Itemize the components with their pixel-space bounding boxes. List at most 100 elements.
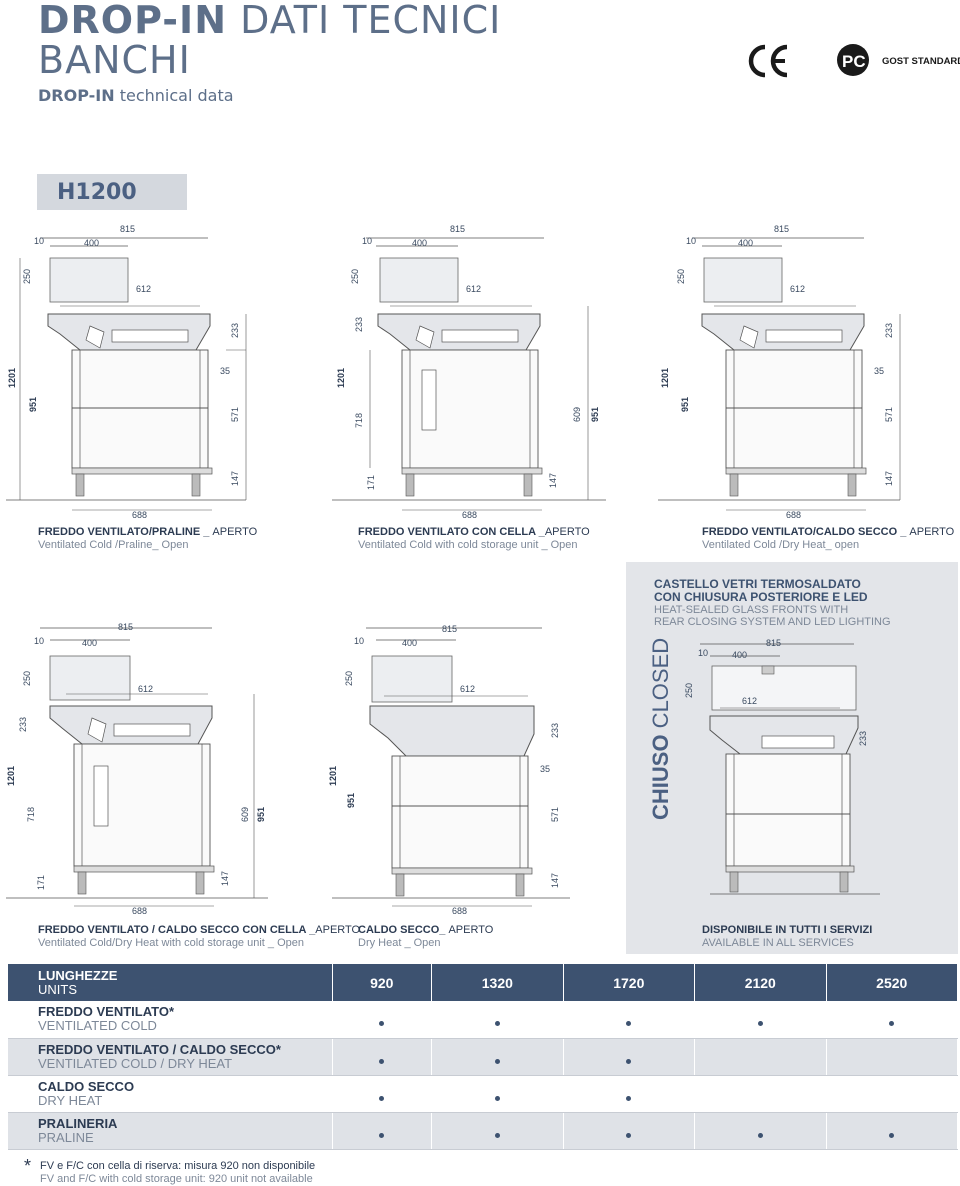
- table-row: FREDDO VENTILATO*VENTILATED COLD: [8, 1001, 958, 1039]
- availability-cell-2120: [694, 1075, 827, 1113]
- row-label-en: VENTILATED COLD: [38, 1018, 157, 1034]
- svg-text:233: 233: [884, 323, 894, 338]
- closed-vertical-rest: CLOSED: [648, 637, 673, 729]
- svg-text:147: 147: [230, 471, 240, 486]
- caption-3-it-light: APERTO: [909, 526, 955, 538]
- svg-text:250: 250: [22, 269, 32, 284]
- footnote-it: FV e F/C con cella di riserva: misura 92…: [40, 1160, 316, 1172]
- page-subtitle: DROP-IN technical data: [38, 86, 234, 105]
- available-dot-icon: [379, 1132, 385, 1138]
- caption-2-it: FREDDO VENTILATO CON CELLA _: [358, 526, 545, 538]
- closed-en-line1: HEAT-SEALED GLASS FRONTS WITH: [654, 604, 849, 616]
- svg-text:250: 250: [676, 269, 686, 284]
- caption-1-en: Ventilated Cold /Praline_ Open: [38, 539, 189, 551]
- caption-6-en: AVAILABLE IN ALL SERVICES: [702, 937, 854, 949]
- available-dot-icon: [379, 1021, 385, 1027]
- svg-text:400: 400: [732, 650, 747, 660]
- svg-text:815: 815: [442, 624, 457, 634]
- availability-cell-1720: [563, 1112, 696, 1150]
- svg-text:PC: PC: [842, 52, 866, 71]
- availability-cell-2120: [694, 1038, 827, 1076]
- title-line2: BANCHI: [38, 38, 191, 82]
- table-header-row: LUNGHEZZE UNITS 920 1320 1720 2120 2520: [8, 964, 958, 1001]
- row-label-it: CALDO SECCO: [38, 1078, 135, 1094]
- column-header-2520: 2520: [826, 964, 958, 1001]
- available-dot-icon: [494, 1095, 500, 1101]
- svg-text:688: 688: [132, 906, 147, 916]
- svg-text:10: 10: [34, 636, 44, 646]
- svg-text:815: 815: [120, 224, 135, 234]
- svg-text:718: 718: [354, 413, 364, 428]
- availability-cell-920: [332, 1112, 433, 1150]
- caption-variant-1: FREDDO VENTILATO/PRALINE _ APERTO Ventil…: [38, 526, 257, 552]
- svg-text:400: 400: [738, 238, 753, 248]
- svg-text:1201: 1201: [7, 368, 17, 388]
- available-dot-icon: [626, 1058, 632, 1064]
- available-dot-icon: [494, 1021, 500, 1027]
- available-dot-icon: [757, 1021, 763, 1027]
- row-label: FREDDO VENTILATO / CALDO SECCO*VENTILATE…: [8, 1038, 333, 1076]
- svg-text:718: 718: [26, 807, 36, 822]
- footnote-star: *: [24, 1156, 32, 1176]
- svg-text:951: 951: [256, 807, 266, 822]
- caption-4-en: Ventilated Cold/Dry Heat with cold stora…: [38, 937, 304, 949]
- availability-cell-1320: [431, 1038, 564, 1076]
- svg-text:815: 815: [774, 224, 789, 234]
- caption-variant-3: FREDDO VENTILATO/CALDO SECCO _ APERTO Ve…: [702, 526, 954, 552]
- column-header-2120: 2120: [694, 964, 827, 1001]
- svg-text:233: 233: [550, 723, 560, 738]
- svg-text:10: 10: [354, 636, 364, 646]
- page-title: DROP-IN DATI TECNICI BANCHI: [38, 0, 501, 80]
- title-rest: DATI TECNICI: [240, 0, 502, 42]
- caption-3-en: Ventilated Cold /Dry Heat_ open: [702, 539, 860, 551]
- subtitle-bold: DROP-IN: [38, 86, 115, 105]
- gost-standard-logo: PC GOST STANDARD: [836, 42, 960, 78]
- svg-text:688: 688: [786, 510, 801, 520]
- caption-5-it: CALDO SECCO_: [358, 924, 446, 936]
- svg-text:233: 233: [18, 717, 28, 732]
- caption-4-it-light: APERTO: [315, 924, 361, 936]
- available-dot-icon: [494, 1058, 500, 1064]
- available-dot-icon: [626, 1021, 632, 1027]
- svg-text:612: 612: [460, 684, 475, 694]
- svg-text:35: 35: [220, 366, 230, 376]
- availability-cell-1320: [431, 1112, 564, 1150]
- svg-text:250: 250: [684, 683, 694, 698]
- closed-title-line1: CASTELLO VETRI TERMOSALDATO: [654, 577, 861, 591]
- caption-3-it: FREDDO VENTILATO/CALDO SECCO _: [702, 526, 907, 538]
- caption-5-it-light: APERTO: [448, 924, 494, 936]
- svg-text:233: 233: [354, 317, 364, 332]
- svg-text:815: 815: [450, 224, 465, 234]
- svg-text:951: 951: [590, 407, 600, 422]
- title-bold: DROP-IN: [38, 0, 228, 42]
- svg-text:609: 609: [572, 407, 582, 422]
- footnote-en: FV and F/C with cold storage unit: 920 u…: [40, 1173, 313, 1185]
- svg-text:1201: 1201: [336, 368, 346, 388]
- availability-cell-2120: [694, 1001, 827, 1039]
- svg-text:250: 250: [350, 269, 360, 284]
- table-header-label: LUNGHEZZE UNITS: [8, 964, 333, 1001]
- availability-cell-1720: [563, 1001, 696, 1039]
- availability-cell-2520: [826, 1075, 958, 1113]
- svg-text:815: 815: [118, 622, 133, 632]
- row-label: FREDDO VENTILATO*VENTILATED COLD: [8, 1001, 333, 1039]
- drawing-closed-version: 815 10 400 250 612 233: [680, 636, 900, 900]
- svg-text:233: 233: [858, 731, 868, 746]
- svg-text:400: 400: [412, 238, 427, 248]
- header-en: UNITS: [38, 981, 77, 997]
- height-badge: H1200: [37, 174, 187, 210]
- caption-2-en: Ventilated Cold with cold storage unit _…: [358, 539, 578, 551]
- svg-text:571: 571: [550, 807, 560, 822]
- available-dot-icon: [379, 1095, 385, 1101]
- svg-text:10: 10: [34, 236, 44, 246]
- caption-variant-6: DISPONIBILE IN TUTTI I SERVIZI AVAILABLE…: [702, 924, 872, 950]
- availability-cell-920: [332, 1075, 433, 1113]
- availability-cell-2520: [826, 1112, 958, 1150]
- svg-text:171: 171: [36, 875, 46, 890]
- available-dot-icon: [379, 1058, 385, 1064]
- svg-text:400: 400: [84, 238, 99, 248]
- svg-text:147: 147: [548, 473, 558, 488]
- svg-text:1201: 1201: [660, 368, 670, 388]
